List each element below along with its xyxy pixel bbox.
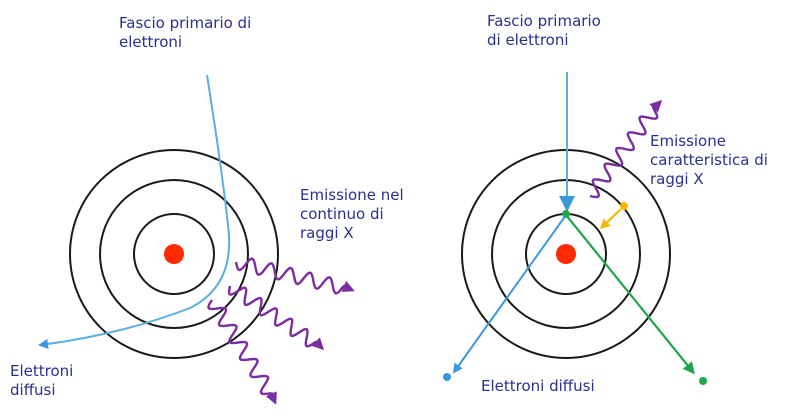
left-continuum-label: Emissione nel continuo di raggi X	[300, 186, 404, 242]
characteristic-xray-wave	[589, 99, 663, 199]
right-scattered-green	[565, 214, 695, 375]
right-scattered-blue	[452, 214, 567, 374]
transition-electron	[620, 202, 628, 210]
xray-wave-2	[227, 285, 325, 351]
left-orbit-middle	[99, 179, 249, 329]
left-nucleus	[164, 244, 184, 264]
transition-arrow	[599, 208, 622, 230]
right-scattered-green-dot	[699, 377, 707, 385]
right-nucleus	[556, 244, 576, 264]
left-primary-beam	[38, 74, 231, 349]
xray-wave-3	[207, 299, 277, 405]
right-scattered-label: Elettroni diffusi	[481, 377, 595, 395]
xray-wave-1	[234, 257, 355, 295]
left-scattered-label: Elettroni diffusi	[10, 362, 74, 399]
left-orbit-inner	[133, 213, 215, 295]
right-characteristic-label: Emissione caratteristica di raggi X	[650, 132, 768, 188]
right-scattered-blue-dot	[443, 373, 451, 381]
left-atom	[69, 149, 279, 359]
right-beam-label: Fascio primario di elettroni	[487, 12, 601, 49]
left-xray-waves	[207, 257, 355, 405]
left-beam-label: Fascio primario di elettroni	[119, 14, 252, 51]
right-primary-beam-arrowhead	[559, 196, 575, 212]
left-orbit-outer	[69, 149, 279, 359]
